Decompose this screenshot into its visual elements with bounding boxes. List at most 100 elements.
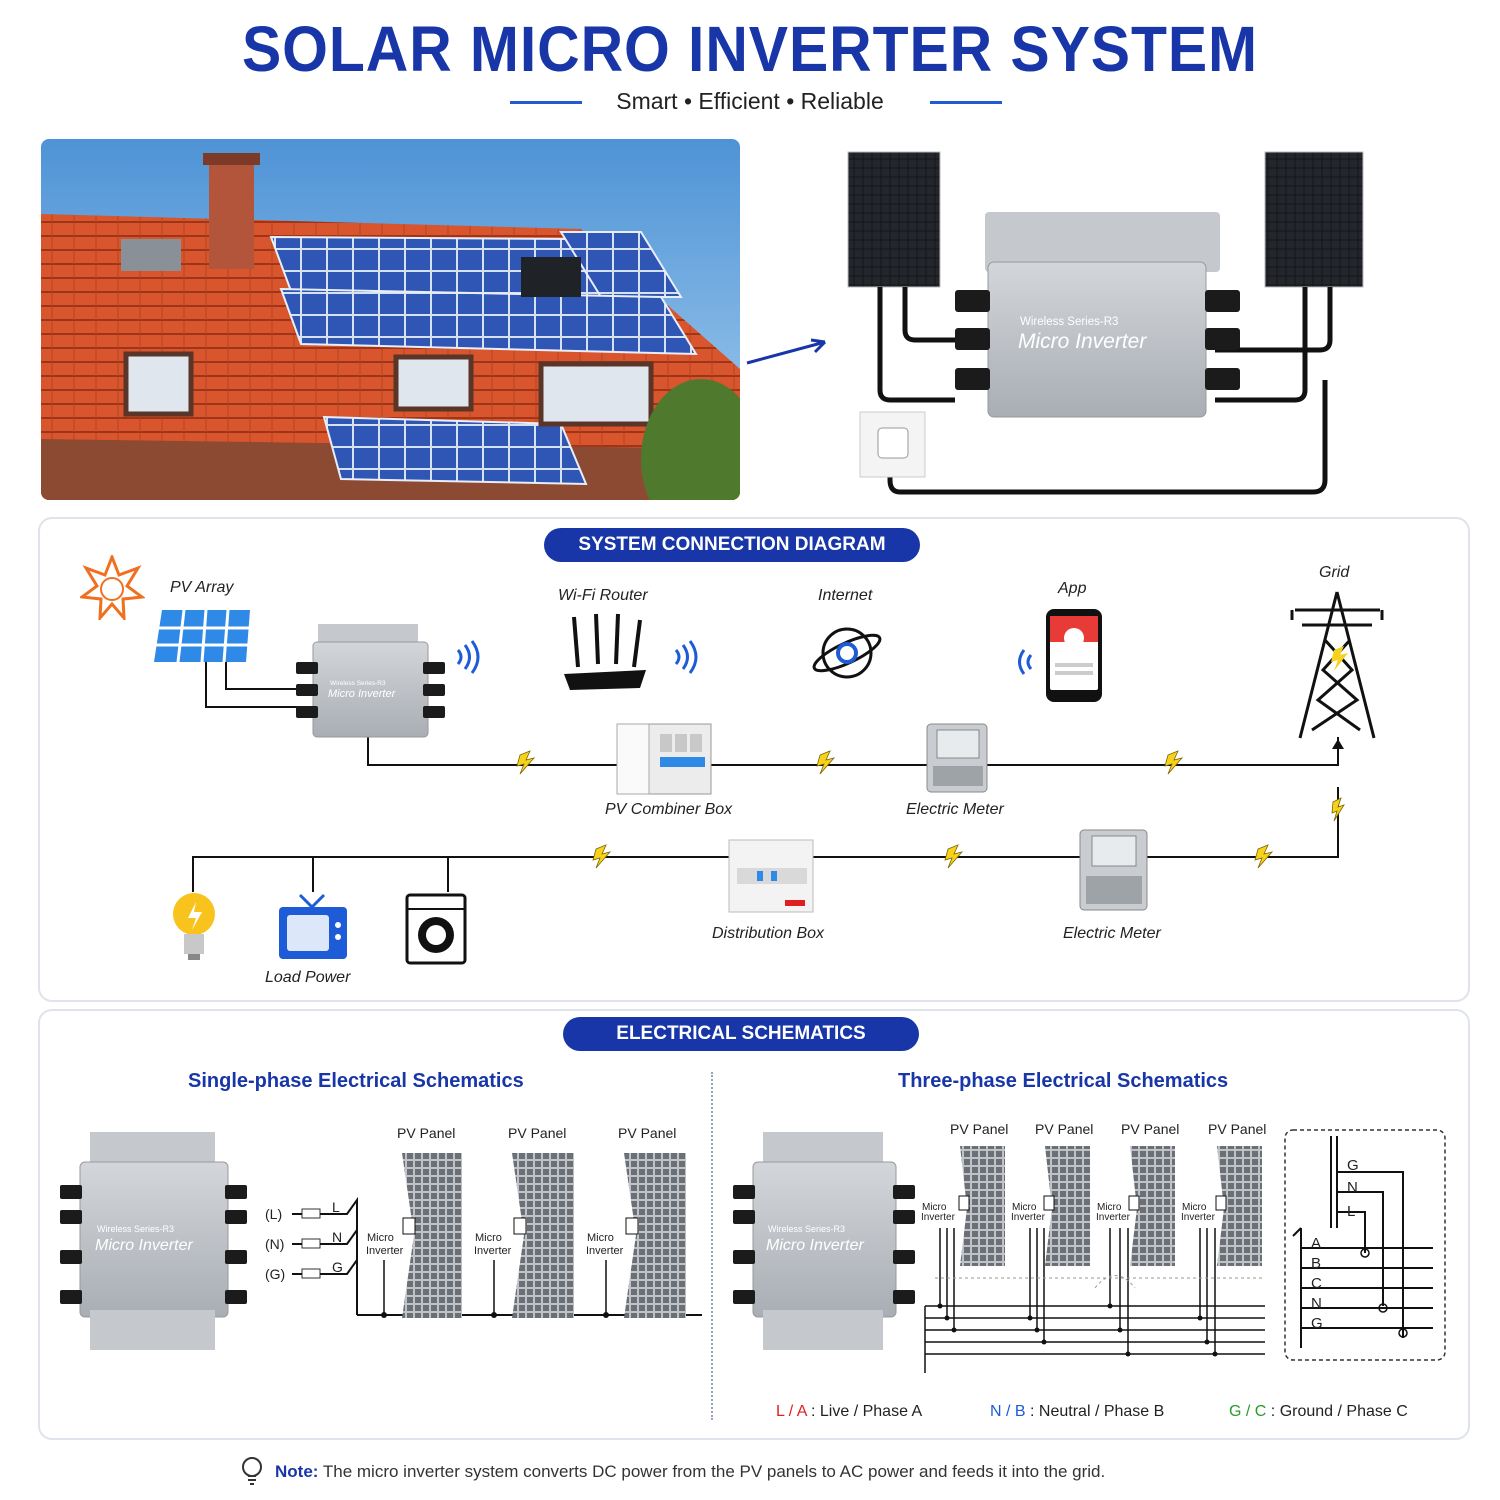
single-phase-wiring: (L) (N) (G) L N G PV Panel PV Panel PV P… — [265, 1125, 702, 1318]
three-series-label: Wireless Series-R3 — [768, 1224, 845, 1234]
micro-inverter-label: Micro — [475, 1232, 502, 1244]
legend-key: N / B — [990, 1403, 1026, 1420]
label-electric-meter-1: Electric Meter — [906, 801, 1004, 818]
wifi-signal-icon — [674, 640, 698, 674]
label-wifi-router: Wi-Fi Router — [558, 587, 648, 604]
terminal-N: (N) — [265, 1236, 284, 1252]
legend-text: Neutral / Phase B — [1038, 1403, 1165, 1420]
legend-text: Live / Phase A — [819, 1403, 923, 1420]
subtitle-rule-right — [930, 101, 1002, 104]
three-phase-wiring: PV Panel PV Panel PV Panel PV Panel Micr… — [921, 1121, 1266, 1373]
wifi-signal-icon — [456, 640, 480, 674]
combiner-box-icon — [616, 723, 712, 795]
light-bulb-icon — [173, 893, 215, 960]
label-electric-meter-2: Electric Meter — [1063, 925, 1161, 942]
label-pv-array: PV Array — [170, 579, 234, 596]
box-letter-G: G — [1311, 1315, 1323, 1332]
connection-heading: SYSTEM CONNECTION DIAGRAM — [544, 528, 920, 562]
hero-product-name: Micro Inverter — [1018, 330, 1147, 353]
washing-machine-icon — [405, 893, 467, 965]
lightbulb-tip-icon — [242, 1457, 262, 1485]
sun-icon — [80, 555, 145, 620]
legend-key: G / C — [1229, 1403, 1267, 1420]
small-product-name: Micro Inverter — [328, 688, 397, 700]
television-icon — [279, 893, 347, 959]
micro-inverter-label: Inverter — [1181, 1212, 1216, 1223]
pv-panel-label: PV Panel — [1035, 1121, 1093, 1137]
label-app: App — [1058, 580, 1087, 597]
electric-meter-icon — [926, 723, 988, 793]
wifi-signal-icon — [1018, 649, 1033, 675]
single-phase-title: Single-phase Electrical Schematics — [188, 1070, 524, 1092]
label-internet: Internet — [818, 587, 873, 604]
note-text: The micro inverter system converts DC po… — [322, 1462, 1106, 1481]
single-phase-inverter-illustration: Wireless Series-R3 Micro Inverter — [60, 1132, 247, 1350]
legend-item-live: L / A : Live / Phase A — [776, 1403, 922, 1421]
micro-inverter-icon: Wireless Series-R3 Micro Inverter — [296, 624, 445, 738]
pv-panel-label: PV Panel — [508, 1125, 566, 1141]
legend-key: L / A — [776, 1403, 807, 1420]
three-phase-inverter-illustration: Wireless Series-R3 Micro Inverter — [733, 1132, 915, 1350]
subtitle-rule-left — [510, 101, 582, 104]
micro-inverter-label: Micro — [1097, 1202, 1122, 1213]
micro-inverter-label: Micro — [587, 1232, 614, 1244]
legend-separator: : — [1030, 1403, 1035, 1420]
box-letter-G: G — [1347, 1157, 1359, 1174]
three-product-name: Micro Inverter — [766, 1237, 864, 1254]
micro-inverter-label: Inverter — [921, 1212, 956, 1223]
hero-series-label: Wireless Series-R3 — [1020, 316, 1118, 328]
electric-meter-icon — [1079, 829, 1148, 911]
micro-inverter-label: Micro — [1182, 1202, 1207, 1213]
legend-separator: : — [1270, 1403, 1276, 1420]
micro-inverter-label: Micro — [367, 1232, 394, 1244]
connection-diagram-panel — [38, 517, 1470, 1002]
box-letter-N: N — [1347, 1179, 1358, 1196]
wifi-router-icon — [564, 613, 646, 690]
box-letter-C: C — [1311, 1275, 1322, 1292]
three-phase-title: Three-phase Electrical Schematics — [898, 1070, 1229, 1092]
page-title: SOLAR MICRO INVERTER SYSTEM — [241, 13, 1259, 85]
pv-array-icon — [154, 609, 250, 663]
pv-panel-label: PV Panel — [950, 1121, 1008, 1137]
pv-panel-label: PV Panel — [618, 1125, 676, 1141]
arrow-icon — [746, 338, 827, 365]
box-letter-N: N — [1311, 1295, 1322, 1312]
micro-inverter-label: Micro — [1012, 1202, 1037, 1213]
box-letter-L: L — [1347, 1203, 1355, 1220]
legend-item-ground: G / C : Ground / Phase C — [1229, 1403, 1408, 1421]
line-letter-N: N — [332, 1229, 342, 1245]
micro-inverter-label: Inverter — [586, 1245, 624, 1257]
micro-inverter-product-illustration: Wireless Series-R3 Micro Inverter — [847, 151, 1364, 495]
micro-inverter-label: Inverter — [474, 1245, 512, 1257]
terminal-L: (L) — [265, 1206, 282, 1222]
pv-panel-label: PV Panel — [1121, 1121, 1179, 1137]
micro-inverter-label: Micro — [922, 1202, 947, 1213]
box-letter-B: B — [1311, 1255, 1321, 1272]
pv-panel-label: PV Panel — [397, 1125, 455, 1141]
label-distribution-box: Distribution Box — [712, 925, 825, 942]
page-subtitle: Smart • Efficient • Reliable — [616, 88, 884, 114]
rooftop-solar-photo — [41, 139, 740, 500]
legend-item-neutral: N / B : Neutral / Phase B — [990, 1403, 1164, 1421]
small-series-label: Wireless Series-R3 — [330, 680, 386, 687]
note-label: Note: — [275, 1462, 319, 1481]
distribution-box-icon — [728, 839, 814, 913]
grid-tower-icon — [1290, 591, 1384, 739]
internet-globe-icon — [812, 627, 882, 679]
line-letter-G: G — [332, 1259, 343, 1275]
legend-text: Ground / Phase C — [1279, 1403, 1408, 1420]
label-grid: Grid — [1319, 564, 1350, 581]
phone-app-icon — [1046, 609, 1102, 702]
note: Note: The micro inverter system converts… — [275, 1462, 1105, 1482]
three-phase-grid-box: G N L A B C N G — [1284, 1129, 1446, 1361]
micro-inverter-label: Inverter — [366, 1245, 404, 1257]
schematics-divider — [711, 1072, 713, 1420]
label-combiner-box: PV Combiner Box — [605, 801, 733, 818]
legend-separator: : — [811, 1403, 816, 1420]
micro-inverter-label: Inverter — [1011, 1212, 1046, 1223]
single-series-label: Wireless Series-R3 — [97, 1224, 174, 1234]
terminal-G: (G) — [265, 1266, 285, 1282]
single-product-name: Micro Inverter — [95, 1237, 193, 1254]
schematics-heading: ELECTRICAL SCHEMATICS — [563, 1017, 919, 1051]
label-load-power: Load Power — [265, 969, 351, 986]
